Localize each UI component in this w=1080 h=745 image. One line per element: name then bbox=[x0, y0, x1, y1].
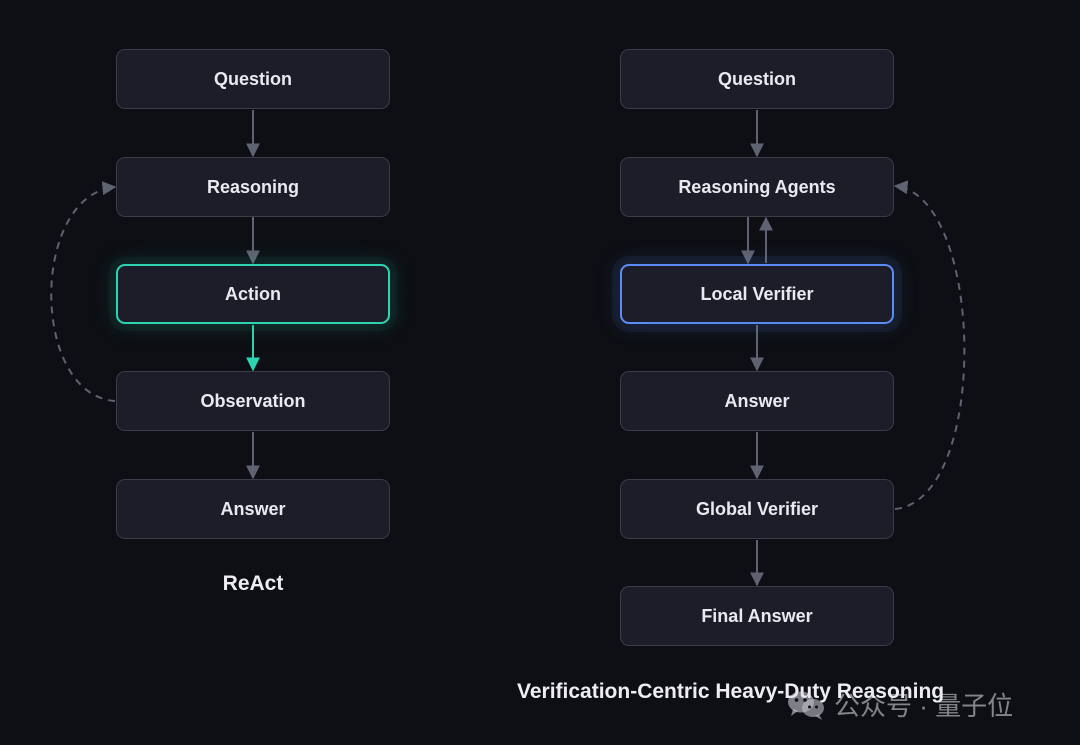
react-observation-node: Observation bbox=[116, 371, 390, 431]
vc-question-node: Question bbox=[620, 49, 894, 109]
loop-observation-to-reasoning bbox=[50, 181, 117, 402]
vc-global-verifier-node: Global Verifier bbox=[620, 479, 894, 539]
watermark-text: 公众号 · 量子位 bbox=[834, 691, 1014, 721]
wechat-icon bbox=[788, 691, 824, 720]
react-reasoning-node: Reasoning bbox=[116, 157, 390, 217]
react-action-node: Action bbox=[116, 264, 390, 324]
react-question-node: Question bbox=[116, 49, 390, 109]
watermark: 公众号 · 量子位 bbox=[786, 686, 1013, 723]
vc-caption: Verification-Centric Heavy-Duty Reasonin… bbox=[517, 680, 945, 703]
react-answer-node: Answer bbox=[116, 479, 390, 539]
vc-reasoning-agents-node: Reasoning Agents bbox=[620, 157, 894, 217]
loop-global-verifier-to-reasoning-agents bbox=[893, 180, 966, 510]
vc-final-answer-node: Final Answer bbox=[620, 586, 894, 646]
react-caption: ReAct bbox=[222, 572, 284, 595]
vc-answer-node: Answer bbox=[620, 371, 894, 431]
vc-local-verifier-node: Local Verifier bbox=[620, 264, 894, 324]
